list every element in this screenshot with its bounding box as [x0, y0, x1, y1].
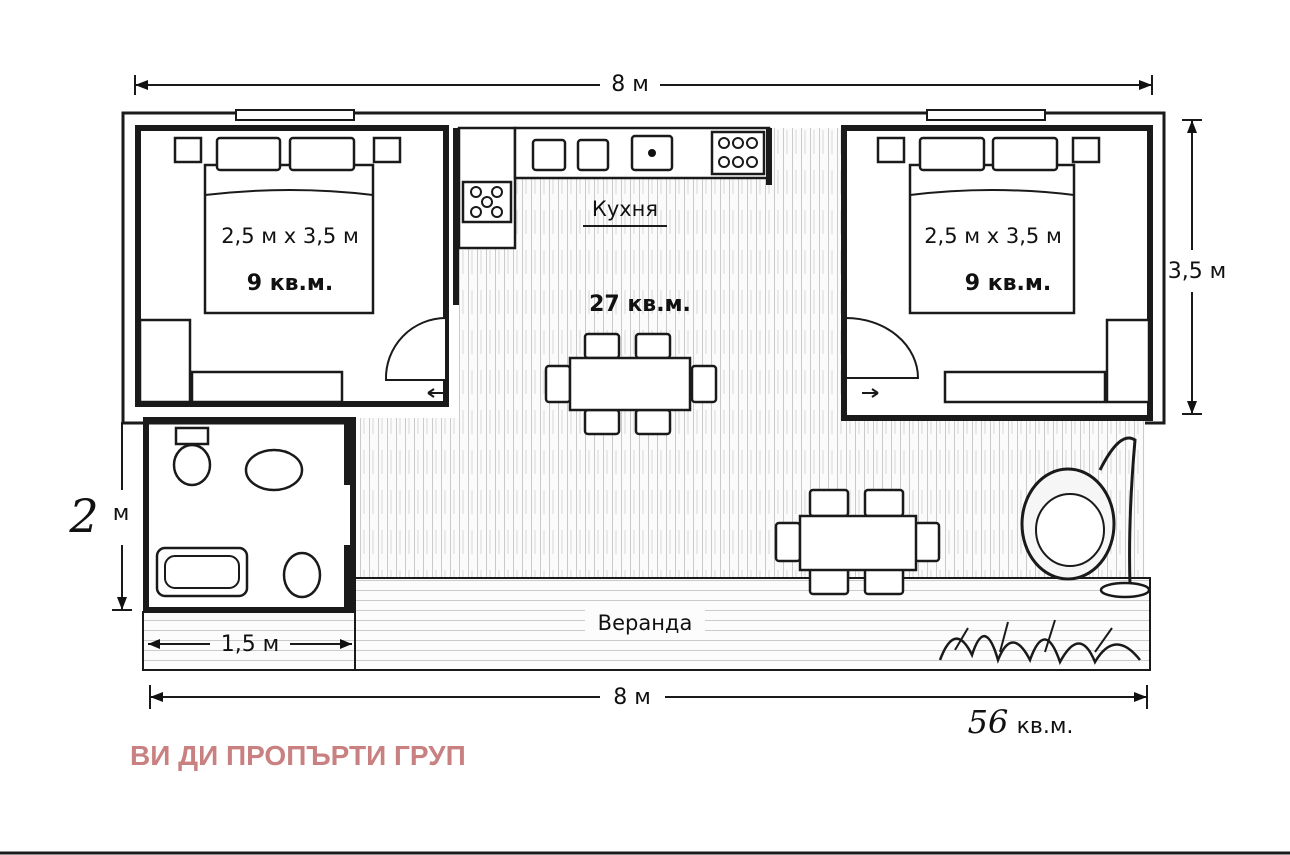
right-height-label: 3,5 м — [1168, 259, 1227, 284]
toilet-icon — [172, 426, 212, 487]
bathroom-width-label: 1,5 м — [221, 632, 280, 657]
bathroom — [143, 417, 356, 613]
living-lower-floor — [355, 418, 1145, 578]
left-dimension: 2 м — [68, 422, 132, 611]
total-area-number: 56 — [968, 703, 1009, 741]
hanging-chair-icon — [1020, 436, 1151, 599]
bedroom-left — [135, 125, 449, 407]
bottom-dimension: 8 м — [149, 685, 1148, 710]
door-icon — [384, 316, 447, 398]
stove-icon — [710, 130, 766, 176]
bed-icon — [876, 136, 1101, 315]
top-width-label: 8 м — [611, 72, 649, 97]
bathtub-icon — [155, 546, 249, 598]
veranda-label: Веранда — [598, 611, 693, 635]
dining-table-icon — [774, 488, 941, 596]
bedroom-right-size: 2,5 м x 3,5 м — [924, 224, 1062, 248]
stove-icon — [461, 180, 513, 224]
sink-icon — [531, 134, 674, 172]
left-height-number: 2 — [68, 489, 98, 543]
left-height-unit: м — [113, 501, 130, 526]
toilet-icon — [282, 551, 322, 599]
kitchen-area: 27 кв.м. — [589, 292, 691, 317]
dining-table-icon — [544, 332, 718, 436]
plant-icon — [938, 619, 1141, 666]
top-dimension: 8 м — [134, 72, 1153, 97]
bedroom-left-size: 2,5 м x 3,5 м — [221, 224, 359, 248]
bedroom-left-area: 9 кв.м. — [247, 271, 334, 296]
brand-name: ВИ ДИ ПРОПЪРТИ ГРУП — [130, 740, 466, 771]
right-dimension: 3,5 м — [1168, 119, 1227, 415]
bedroom-right-area: 9 кв.м. — [965, 271, 1052, 296]
sink-icon — [244, 448, 304, 492]
door-icon — [845, 316, 920, 398]
bed-icon — [173, 136, 402, 315]
total-area-unit: кв.м. — [1017, 714, 1074, 739]
bathroom-width-dimension: 1,5 м — [148, 632, 352, 657]
kitchen-label: Кухня — [592, 197, 658, 221]
bedroom-right — [841, 125, 1153, 421]
bottom-width-label: 8 м — [613, 685, 651, 710]
